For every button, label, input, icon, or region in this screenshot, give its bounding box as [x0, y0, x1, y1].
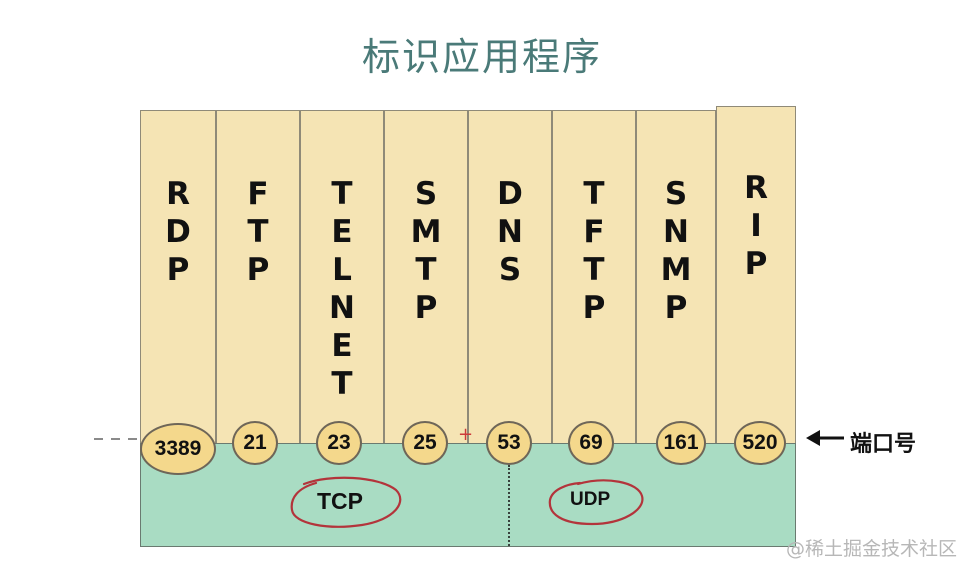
column-label-letter: N — [497, 214, 523, 250]
column-label-letter: F — [583, 214, 605, 250]
port-badge-ftp: 21 — [232, 421, 278, 465]
port-badge-rdp: 3389 — [140, 423, 216, 475]
port-number-label: 端口号 — [850, 432, 917, 457]
column-label-letter: S — [414, 176, 438, 212]
column-label-letter: T — [583, 252, 605, 288]
tcp-udp-divider — [508, 465, 510, 546]
page-title: 标识应用程序 — [361, 35, 602, 79]
column-label-letter: S — [664, 176, 688, 212]
column-label-letter: D — [165, 214, 191, 250]
column-label-letter: T — [331, 366, 353, 402]
column-label-letter: M — [410, 214, 442, 250]
port-badge-dns: 53 — [486, 421, 532, 465]
port-badge-snmp: 161 — [656, 421, 706, 465]
column-label-letter: T — [583, 176, 605, 212]
column-label-letter: F — [247, 176, 269, 212]
column-label-letter: R — [166, 176, 190, 212]
column-label-letter: I — [750, 208, 762, 244]
column-label-letter: P — [166, 252, 190, 288]
port-badge-rip: 520 — [734, 421, 786, 465]
column-label-letter: E — [331, 214, 353, 250]
column-label-letter: T — [247, 214, 269, 250]
red-plus-mark: + — [458, 424, 474, 445]
watermark: @稀土掘金技术社区 — [786, 538, 958, 560]
left-arrow-icon — [806, 430, 844, 446]
dashed-lead-line — [94, 438, 138, 440]
column-label-letter: P — [246, 252, 270, 288]
column-label-letter: N — [663, 214, 689, 250]
column-label-letter: T — [331, 176, 353, 212]
column-label-letter: E — [331, 328, 353, 364]
port-badge-tftp: 69 — [568, 421, 614, 465]
column-label-letter: D — [497, 176, 523, 212]
column-label-letter: M — [660, 252, 692, 288]
column-label-letter: R — [744, 170, 768, 206]
column-label-letter: L — [332, 252, 352, 288]
tcp-label: TCP — [317, 488, 363, 514]
port-badge-telnet: 23 — [316, 421, 362, 465]
column-label-letter: P — [414, 290, 438, 326]
port-badge-smtp: 25 — [402, 421, 448, 465]
column-label-letter: P — [744, 246, 768, 282]
column-label-letter: S — [498, 252, 522, 288]
udp-label: UDP — [570, 489, 611, 510]
column-label-letter: P — [582, 290, 606, 326]
column-label-letter: N — [329, 290, 355, 326]
column-label-letter: P — [664, 290, 688, 326]
column-label-letter: T — [415, 252, 437, 288]
